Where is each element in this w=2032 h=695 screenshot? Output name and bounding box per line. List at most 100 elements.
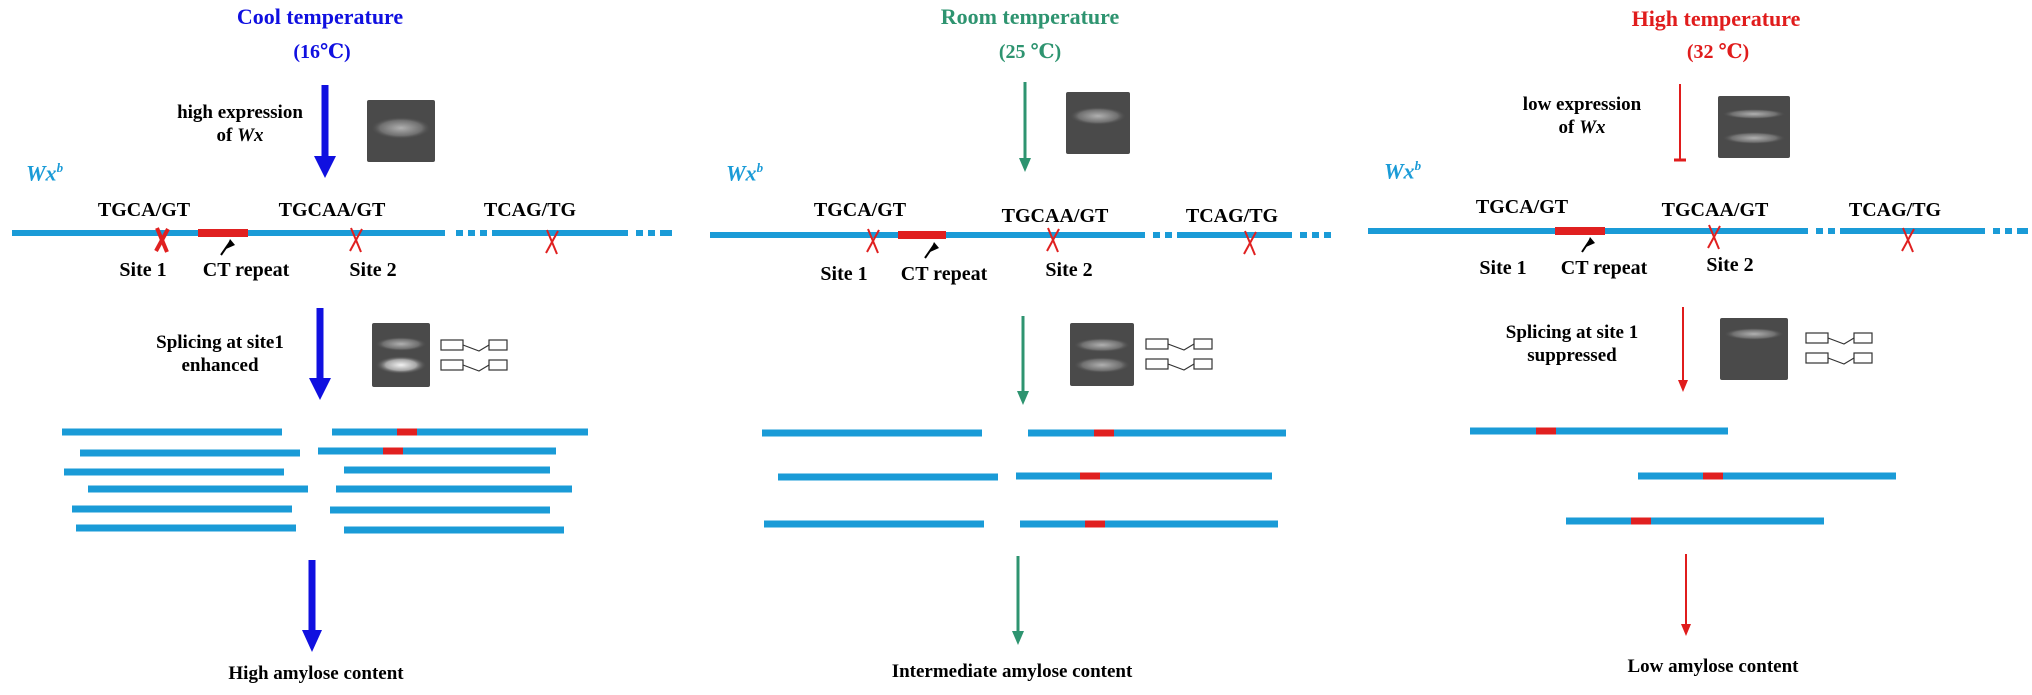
panel-high-isoform-2-exon-a	[1805, 352, 1829, 364]
panel-high-temperature: (32 ℃)	[1686, 41, 1750, 63]
panel-room-site1-label: Site 1	[820, 263, 868, 285]
panel-room-gene-strand-dash-1-1	[1153, 232, 1160, 238]
panel-cool-isoform-2-exon-b	[488, 359, 508, 371]
panel-room-gene-label: Wxb	[726, 160, 764, 186]
panel-cool-site2-label: Site 2	[349, 259, 397, 281]
panel-room-expression-gel-band-1	[1069, 107, 1127, 125]
panel-high-expression: low expression of Wx	[1522, 94, 1642, 138]
panel-cool-splicing-arrow-head	[309, 378, 331, 400]
panel-cool-isoform-2-intron	[462, 364, 490, 372]
panel-room-isoform-1-exon-a	[1145, 338, 1169, 350]
panel-room-site2-cross-b	[1046, 228, 1060, 252]
panel-high-splicing-gel	[1720, 318, 1788, 380]
panel-room-outcome: Intermediate amylose content	[891, 661, 1133, 682]
panel-room-isoform-1-exon-b	[1193, 338, 1213, 350]
panel-cool-motif-tgca-gt: TGCA/GT	[97, 199, 191, 221]
panel-high-isoform-1-exon-a	[1805, 332, 1829, 344]
panel-cool-splicing: Splicing at site1 enhanced	[156, 332, 284, 376]
panel-high-site2-label: Site 2	[1706, 254, 1754, 276]
panel-high-gene-strand-dash-2-1	[1993, 228, 2000, 234]
panel-high-molecule-2-ct-repeat	[1703, 472, 1723, 480]
panel-high-gene-strand-dash-2-3	[2017, 228, 2024, 234]
panel-room-isoform-2-exon-b	[1193, 358, 1213, 370]
panel-cool-gene-strand-dash-1-2	[468, 230, 475, 236]
panel-cool-expression-arrow-head	[314, 156, 336, 178]
panel-high-title: High temperature	[1631, 6, 1801, 31]
panel-room-ct-pointer-head	[930, 242, 939, 252]
panel-cool-expression: high expression of Wx	[177, 102, 303, 148]
panel-cool-temperature: (16℃)	[293, 41, 351, 63]
panel-room-motif-tcag-tg: TCAG/TG	[1185, 205, 1279, 227]
panel-room-splicing-gel-band-2	[1073, 357, 1131, 373]
panel-cool-title: Cool temperature	[236, 4, 404, 29]
panel-room-molecule-right-1-ct-repeat	[1094, 429, 1114, 437]
panel-room-isoform-2-intron	[1167, 363, 1195, 371]
panel-high-isoform-2-intron	[1827, 357, 1855, 365]
panel-high-gene-strand-dash-2-2	[2005, 228, 2012, 234]
panel-room-isoform-2-exon-a	[1145, 358, 1169, 370]
panel-high-gene-strand-dash-1-2	[1828, 228, 1835, 234]
panel-high-gene-label: Wxb	[1384, 158, 1422, 184]
panel-high-expression-gel-band-2	[1722, 132, 1786, 144]
panel-high-site2-cross-b	[1707, 225, 1721, 249]
panel-room-motif-tgca-gt: TGCA/GT	[813, 199, 907, 221]
panel-cool-site1-cross-b	[154, 228, 170, 252]
panel-room-title: Room temperature	[940, 4, 1120, 29]
panel-high-ct-pointer-head	[1586, 237, 1595, 247]
panel-room-expression-arrow-head	[1019, 158, 1031, 172]
panel-high-site3-cross-b	[1901, 228, 1915, 252]
panel-cool-motif-tgcaa-gt: TGCAA/GT	[278, 199, 386, 221]
panel-high-motif-tcag-tg: TCAG/TG	[1848, 199, 1942, 221]
panel-high-molecule-3-ct-repeat	[1631, 517, 1651, 525]
panel-room-site1-cross-b	[866, 229, 880, 253]
panel-high-molecule-1-ct-repeat	[1536, 427, 1556, 435]
panel-cool-isoform-1-exon-b	[488, 339, 508, 351]
panel-room-gene-strand-dash-2-3	[1324, 232, 1331, 238]
panel-room-site3-cross-b	[1243, 231, 1257, 255]
panel-cool-gene-strand-dash-2-2	[648, 230, 655, 236]
panel-room-motif-tgcaa-gt: TGCAA/GT	[1001, 205, 1109, 227]
panel-high-motif-tgca-gt: TGCA/GT	[1475, 196, 1569, 218]
panel-cool-isoform-2-exon-a	[440, 359, 464, 371]
panel-cool-ct-pointer-head	[226, 239, 235, 249]
panel-high-splicing-gel-band-1	[1724, 328, 1784, 340]
panel-cool-site2-cross-b	[349, 228, 363, 252]
panel-cool-motif-tcag-tg: TCAG/TG	[483, 199, 577, 221]
panel-cool-expression-line2: of Wx	[216, 124, 264, 146]
panel-high-site1-label: Site 1	[1479, 257, 1527, 279]
panel-high-outcome: Low amylose content	[1627, 656, 1799, 677]
panel-room-gene-strand-dash-2-2	[1312, 232, 1319, 238]
panel-room-splicing-gel-band-1	[1073, 338, 1131, 352]
panel-cool-expression-gel-band-1	[371, 117, 431, 139]
panel-cool-ct-repeat-block	[198, 229, 248, 237]
panel-cool-site3-cross-b	[545, 230, 559, 254]
panel-cool-gene-label: Wxb	[26, 160, 64, 186]
panel-cool-gene-strand-dash-1-3	[480, 230, 487, 236]
panel-cool-splicing-gel-band-1	[375, 337, 427, 351]
panel-high-isoform-1-intron	[1827, 337, 1855, 345]
panel-cool-gene-strand-dash-2-1	[636, 230, 643, 236]
panel-high-splicing-arrow-head	[1678, 380, 1688, 392]
panel-room-site2-label: Site 2	[1045, 259, 1093, 281]
panel-room-temperature: (25 ℃)	[998, 41, 1062, 63]
panel-room-gene-strand-dash-2-1	[1300, 232, 1307, 238]
panel-room-splicing-gel	[1070, 323, 1134, 386]
panel-high-expression-gel	[1718, 96, 1790, 158]
panel-high-outcome-arrow-head	[1681, 624, 1691, 636]
panel-high-isoform-1-exon-b	[1853, 332, 1873, 344]
panel-room-molecule-right-3-ct-repeat	[1085, 520, 1105, 528]
panel-high-isoform-2-exon-b	[1853, 352, 1873, 364]
panel-room-splicing-arrow-head	[1017, 391, 1029, 405]
panel-cool-splicing-gel-band-2	[375, 356, 427, 374]
panel-room-gene-strand-dash-1-3	[1177, 232, 1184, 238]
panel-high-expression-gel-band-1	[1722, 109, 1786, 119]
panel-room-outcome-arrow-head	[1012, 631, 1024, 645]
panel-cool-isoform-1-exon-a	[440, 339, 464, 351]
panel-high-motif-tgcaa-gt: TGCAA/GT	[1661, 199, 1769, 221]
panel-cool-splicing-gel	[372, 323, 430, 387]
panel-room-molecule-right-2-ct-repeat	[1080, 472, 1100, 480]
panel-room-ct-repeat-label: CT repeat	[900, 263, 988, 285]
panel-high-gene-strand-dash-1-1	[1816, 228, 1823, 234]
panel-cool-gene-strand-dash-1-1	[456, 230, 463, 236]
